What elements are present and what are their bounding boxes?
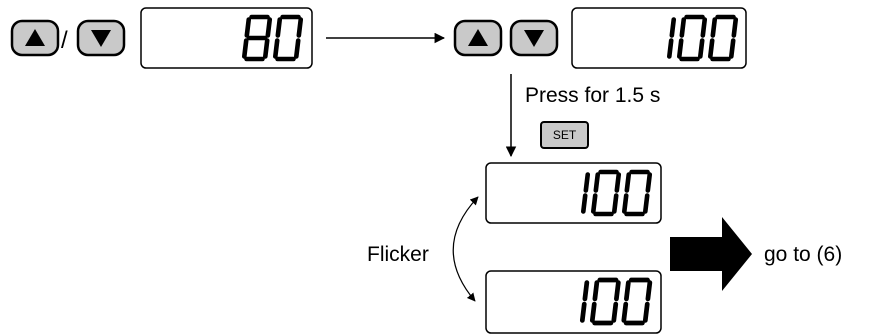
segment-c xyxy=(580,193,588,214)
key-separator: / xyxy=(61,27,68,54)
display-changed-digit-0 xyxy=(676,14,708,62)
segment-b xyxy=(614,172,622,193)
flicker-label: Flicker xyxy=(367,243,429,266)
up-key-changed[interactable] xyxy=(453,19,503,57)
display-flicker-top-digit-0 xyxy=(621,169,653,217)
segment-b xyxy=(296,17,304,38)
segment-c xyxy=(293,38,301,59)
segment-e xyxy=(589,301,597,323)
segment-e xyxy=(676,38,684,59)
segment-f xyxy=(710,17,718,38)
segment-b xyxy=(645,172,653,193)
segment-e xyxy=(707,38,715,59)
display-flicker-bottom xyxy=(485,270,662,334)
display-flicker-bottom-digit-1 xyxy=(579,280,590,323)
go-to-label: go to (6) xyxy=(764,243,843,266)
segment-f xyxy=(624,172,632,193)
display-changed-digit-0 xyxy=(707,14,739,62)
up-key-initial[interactable] xyxy=(10,19,60,57)
set-key[interactable]: SET xyxy=(540,121,589,149)
display-flicker-top-digit-0 xyxy=(590,169,622,217)
segment-f xyxy=(592,280,600,302)
segment-b xyxy=(731,17,739,38)
display-flicker-bottom-digit-0 xyxy=(621,277,653,326)
segment-b xyxy=(583,172,591,193)
display-flicker-top xyxy=(485,162,662,224)
segment-f xyxy=(624,280,631,302)
segment-e xyxy=(272,38,280,59)
segment-b xyxy=(614,280,621,302)
segment-b xyxy=(645,280,653,302)
triangle-up-icon xyxy=(468,29,488,46)
display-initial xyxy=(140,7,313,69)
flicker-curved-arrow xyxy=(452,196,479,302)
segment-e xyxy=(590,193,598,214)
segment-b xyxy=(669,17,677,38)
display-changed-digit-1 xyxy=(666,17,677,59)
go-to-arrow-icon xyxy=(670,217,752,291)
segment-c xyxy=(611,193,619,214)
down-key-changed[interactable] xyxy=(509,19,559,57)
display-changed xyxy=(571,7,747,69)
segment-c xyxy=(697,38,705,59)
segment-e xyxy=(621,193,629,214)
display-initial-digit-0 xyxy=(272,14,304,62)
segment-b xyxy=(265,17,273,38)
segment-c xyxy=(579,301,587,323)
segment-c xyxy=(728,38,736,59)
segment-c xyxy=(611,301,619,323)
display-flicker-top-digit-1 xyxy=(580,172,591,214)
display-initial-digit-8 xyxy=(241,14,273,62)
triangle-up-icon xyxy=(25,29,45,46)
segment-c xyxy=(642,193,650,214)
segment-f xyxy=(679,17,687,38)
segment-e xyxy=(241,38,249,59)
triangle-down-icon xyxy=(91,30,111,47)
segment-f xyxy=(593,172,601,193)
display-flicker-bottom-digit-0 xyxy=(589,277,621,326)
segment-f xyxy=(275,17,283,38)
segment-b xyxy=(582,280,590,302)
down-key-initial[interactable] xyxy=(76,19,126,57)
triangle-down-icon xyxy=(524,30,544,47)
segment-b xyxy=(700,17,708,38)
press-instruction: Press for 1.5 s xyxy=(525,84,661,107)
segment-e xyxy=(621,301,629,323)
segment-c xyxy=(642,301,650,323)
segment-f xyxy=(244,17,252,38)
segment-c xyxy=(666,38,674,59)
segment-c xyxy=(262,38,270,59)
